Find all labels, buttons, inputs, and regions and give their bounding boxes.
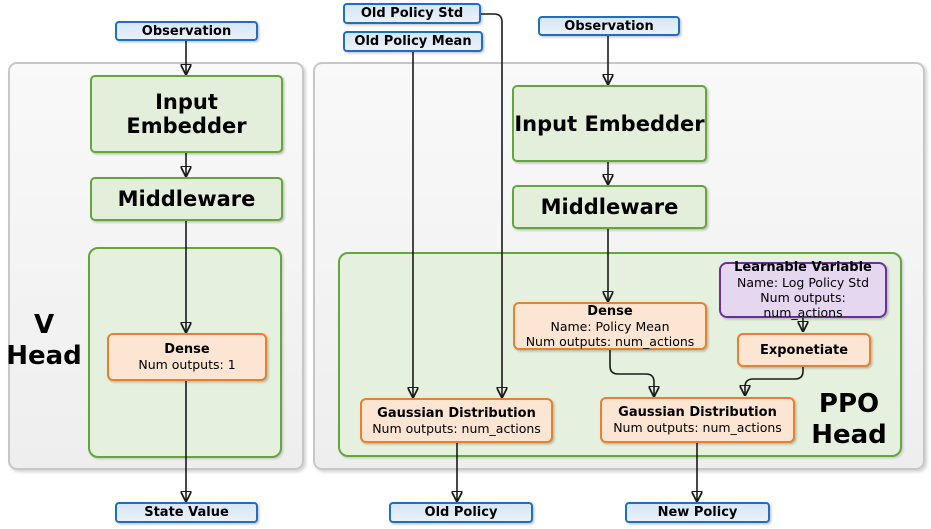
node-middleware-right: Middleware (512, 185, 707, 229)
node-gaussian-old-line2: Num outputs: num_actions (372, 420, 541, 436)
node-dense-policy-mean-line3: Num outputs: num_actions (525, 333, 695, 349)
node-exponetiate-title: Exponetiate (759, 342, 849, 358)
node-input-embedder-right-label: Input Embedder (514, 111, 705, 136)
node-old-policy-label: Old Policy (424, 505, 498, 520)
node-new-policy-label: New Policy (657, 505, 738, 520)
node-learnable-variable-line2: Name: Log Policy Std (736, 275, 870, 290)
node-exponetiate: Exponetiate (737, 333, 871, 367)
node-old-policy-mean: Old Policy Mean (343, 31, 483, 52)
node-dense-policy-mean-title: Dense (587, 303, 633, 319)
node-middleware-right-label: Middleware (540, 195, 679, 219)
node-middleware-left: Middleware (90, 177, 283, 221)
node-old-policy-std: Old Policy Std (343, 3, 481, 24)
node-gaussian-new-line2: Num outputs: num_actions (613, 420, 782, 435)
node-dense-policy-mean: Dense Name: Policy Mean Num outputs: num… (513, 302, 707, 350)
node-observation-right: Observation (538, 16, 680, 36)
node-old-policy-std-label: Old Policy Std (360, 6, 464, 21)
node-gaussian-new-title: Gaussian Distribution (618, 405, 777, 420)
node-input-embedder-left-label: Input Embedder (126, 90, 247, 138)
v-head-label: V Head (0, 310, 88, 372)
node-learnable-variable-title: Learnable Variable (734, 260, 872, 275)
node-gaussian-distribution-old: Gaussian Distribution Num outputs: num_a… (360, 398, 553, 443)
node-old-policy-mean-label: Old Policy Mean (354, 34, 472, 49)
node-state-value: State Value (115, 502, 258, 523)
node-old-policy: Old Policy (389, 502, 533, 523)
node-new-policy: New Policy (625, 502, 770, 523)
node-input-embedder-left: Input Embedder (90, 75, 283, 153)
node-observation-left: Observation (115, 21, 258, 41)
node-dense-v-line2: Num outputs: 1 (138, 357, 236, 372)
node-observation-right-label: Observation (564, 18, 654, 34)
ppo-head-label-line2: Head (811, 420, 887, 450)
node-dense-v-title: Dense (164, 342, 210, 357)
v-head-label-line2: Head (6, 341, 82, 371)
v-head-label-line1: V (33, 310, 55, 340)
node-state-value-label: State Value (144, 505, 229, 520)
node-gaussian-distribution-new: Gaussian Distribution Num outputs: num_a… (600, 397, 795, 443)
node-learnable-variable: Learnable Variable Name: Log Policy Std … (719, 260, 887, 320)
node-observation-left-label: Observation (141, 23, 232, 39)
node-dense-policy-mean-line2: Name: Policy Mean (550, 318, 670, 334)
ppo-head-label: PPO Head (803, 389, 895, 451)
ppo-head-label-line1: PPO (818, 389, 880, 419)
node-learnable-variable-line3: Num outputs: num_actions (760, 290, 846, 320)
node-gaussian-old-title: Gaussian Distribution (377, 405, 536, 421)
node-middleware-left-label: Middleware (117, 187, 256, 211)
node-input-embedder-right: Input Embedder (512, 85, 707, 162)
node-dense-v: Dense Num outputs: 1 (107, 333, 267, 381)
